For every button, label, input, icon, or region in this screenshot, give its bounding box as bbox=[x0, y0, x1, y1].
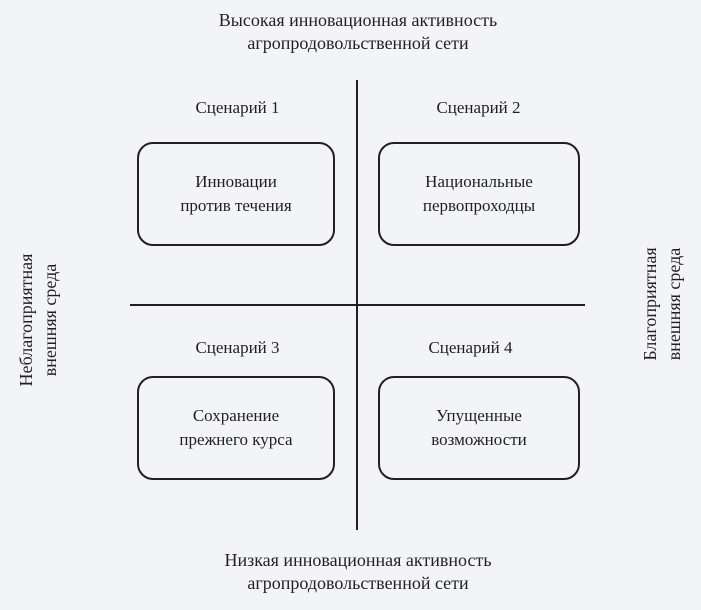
scenario-1-box: Инновации против течения bbox=[137, 142, 335, 246]
scenario-2-text1: Национальные bbox=[425, 172, 533, 191]
scenario-2-text2: первопроходцы bbox=[422, 196, 536, 215]
scenario-3-box: Сохранение прежнего курса bbox=[137, 376, 335, 480]
bottom-axis-line2: агропродовольственной сети bbox=[247, 573, 469, 593]
right-axis-label: Благоприятная внешняя среда bbox=[638, 194, 686, 414]
scenario-4-text1: Упущенные bbox=[436, 406, 522, 425]
scenario-4-text2: возможности bbox=[431, 430, 527, 449]
scenario-2-label: Сценарий 2 bbox=[436, 98, 521, 117]
scenario-1-text1: Инновации bbox=[195, 172, 277, 191]
bottom-axis-label: Низкая инновационная активность агропрод… bbox=[100, 549, 616, 595]
left-axis-line1: Неблагоприятная bbox=[16, 253, 36, 387]
scenario-3-text1: Сохранение bbox=[192, 406, 280, 425]
left-axis-line2: внешняя среда bbox=[40, 263, 60, 377]
scenario-1-text2: против течения bbox=[180, 196, 292, 215]
left-axis-label: Неблагоприятная внешняя среда bbox=[14, 210, 62, 430]
scenario-2-box: Национальные первопроходцы bbox=[378, 142, 580, 246]
horizontal-axis-line bbox=[130, 304, 585, 306]
top-axis-line2: агропродовольственной сети bbox=[247, 33, 469, 53]
bottom-axis-line1: Низкая инновационная активность bbox=[224, 550, 492, 570]
scenario-1-label: Сценарий 1 bbox=[195, 98, 280, 117]
top-axis-label: Высокая инновационная активность агропро… bbox=[100, 9, 616, 55]
scenario-4-box: Упущенные возможности bbox=[378, 376, 580, 480]
right-axis-line1: Благоприятная bbox=[640, 247, 660, 361]
top-axis-line1: Высокая инновационная активность bbox=[218, 10, 498, 30]
right-axis-line2: внешняя среда bbox=[664, 247, 684, 361]
scenario-3-label: Сценарий 3 bbox=[195, 338, 280, 357]
scenario-3-text2: прежнего курса bbox=[179, 430, 293, 449]
scenario-4-label: Сценарий 4 bbox=[428, 338, 513, 357]
